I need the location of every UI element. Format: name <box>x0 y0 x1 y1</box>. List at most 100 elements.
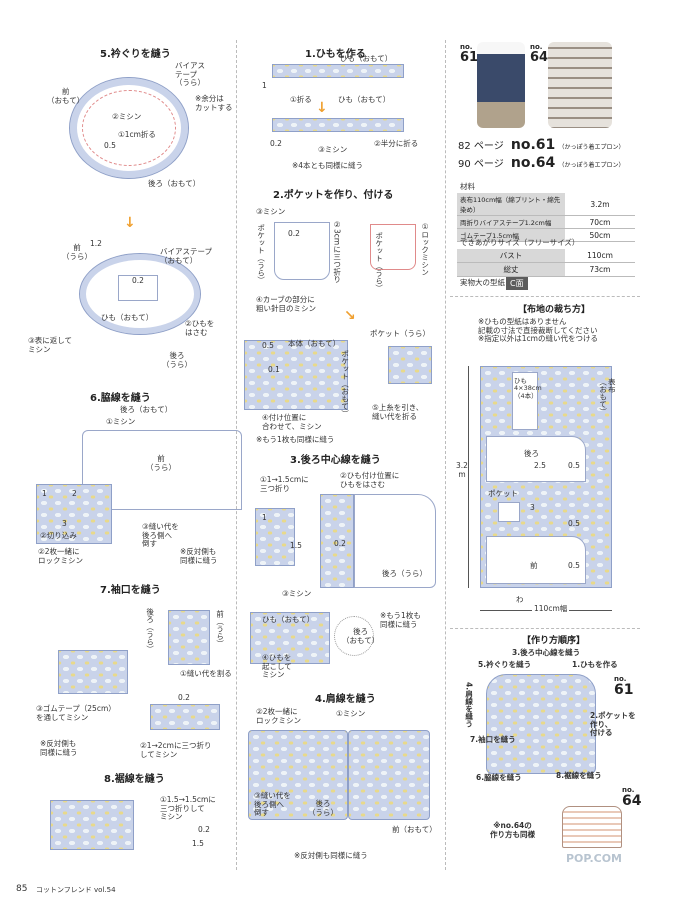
material-name: 両折りバイアステープ1.2cm幅 <box>457 215 565 229</box>
page-ref: 90 ページ <box>458 159 504 170</box>
pattern-side-badge: C面 <box>506 277 528 290</box>
photo-61 <box>477 42 525 128</box>
lock-label: ②2枚一緒に ロックミシン <box>256 707 301 725</box>
page-ref: 82 ページ <box>458 141 504 152</box>
pattern-label: 実物大の型紙 <box>460 278 505 287</box>
badge-64-num: 64 <box>530 50 549 65</box>
back-piece <box>486 436 586 482</box>
dim-1: 1 <box>262 81 267 90</box>
materials-title: 材料 <box>460 182 475 191</box>
dim-0-5: 0.5 <box>568 461 580 470</box>
order-step-6: 6.脇線を縫う <box>476 773 522 782</box>
detail-box <box>118 275 158 301</box>
pocket-label-2: ポケット（うら） <box>374 232 384 292</box>
section-divider <box>450 628 640 629</box>
material-name: ゴムテープ1.5cm幅 <box>457 228 565 242</box>
sewing-label: ①ミシン <box>336 709 366 718</box>
collar-ring-inner <box>82 90 176 166</box>
shoulder-front <box>348 730 430 820</box>
front-wrong-label: 前 （うら） <box>62 243 92 261</box>
raise-himo-label: ④ひもを 起こして ミシン <box>262 653 292 680</box>
order-badge-64-num: 64 <box>622 793 642 809</box>
material-amount: 70cm <box>565 215 635 229</box>
order-step-3: 3.後ろ中心線を縫う <box>512 648 581 657</box>
seam-back-label: ③縫い代を 後ろ側へ 倒す <box>142 522 179 549</box>
width-label: 110cm幅 <box>532 604 570 614</box>
order-badge-64: no.64 <box>622 786 642 809</box>
sewing-label: ③ミシン <box>318 145 348 154</box>
pocket-wrong <box>274 222 330 280</box>
collar-assembly-diagram <box>79 253 201 335</box>
arrow-down-icon: ↘ <box>344 308 356 324</box>
himo-label: ひも（おもて） <box>101 313 154 322</box>
same-method-note: ※no.64の 作り方も同様 <box>490 821 535 839</box>
size-name: 総丈 <box>457 262 565 277</box>
himo-attach-diagram <box>250 612 330 664</box>
pocket-wrong-2 <box>370 224 416 270</box>
section-5-title: 5.衿ぐりを縫う <box>100 49 171 60</box>
hem-diagram <box>50 800 134 850</box>
insert-himo-label: ②ひもを はさむ <box>185 319 215 337</box>
fold-label: ①1cm折る <box>118 130 156 139</box>
order-badge-61-num: 61 <box>614 682 634 698</box>
dim-0-2: 0.2 <box>198 825 210 834</box>
size-name: バスト <box>457 249 565 263</box>
item-number: no.61 <box>510 137 556 153</box>
sewing-label: ①ミシン <box>106 417 136 426</box>
order-step-2: 2.ポケットを 作り、 付ける <box>590 711 636 738</box>
dim-0-2: 0.2 <box>270 139 282 148</box>
back-piece-label: 後ろ <box>524 449 539 458</box>
extra-cut-note: ※余分は カットする <box>195 94 233 112</box>
section-2-title: 2.ポケットを作り、付ける <box>273 190 394 201</box>
dim-1-2: 1.2 <box>90 239 102 248</box>
dim-label: 0.5 <box>104 141 116 150</box>
layout-notes: ※ひもの型紙はありません 記載の寸法で直接裁断してください ※指定以外は1cmの… <box>478 317 598 344</box>
material-amount: 3.2m <box>565 193 635 216</box>
order-title: 【作り方順序】 <box>522 636 586 646</box>
magazine-name: コットンフレンド vol.54 <box>36 886 116 894</box>
pocket-wrong-label: ポケット（うら） <box>370 329 430 338</box>
seam-detail-box <box>36 484 112 544</box>
placement-label: ④付け位置に 合わせて、ミシン <box>262 413 322 431</box>
section-divider <box>450 296 640 297</box>
himo-label: ひも（おもて） <box>340 54 393 63</box>
section-1-title: 1.ひもを作る <box>305 49 366 60</box>
dim-0-5: 0.5 <box>568 519 580 528</box>
himo-strip <box>272 64 404 78</box>
front-label: 前（おもて） <box>392 825 437 834</box>
badge-61-num: 61 <box>460 50 479 65</box>
dim-0-2: 0.2 <box>132 276 144 285</box>
pocket-piece-label: ポケット <box>488 489 518 498</box>
dim-0-2: 0.2 <box>288 229 300 238</box>
dim-3: 3 <box>62 519 67 528</box>
note-label: ※もう1枚も 同様に縫う <box>380 611 421 629</box>
dim-1: 1 <box>262 513 267 522</box>
front-label: 前 （おもて） <box>47 87 85 105</box>
himo2-label: ひも（おもて） <box>338 95 391 104</box>
dim-2: 2 <box>72 489 77 498</box>
sewing-label: ③ミシン <box>282 589 312 598</box>
recipe-61: 82 ページ no.61 （かっぽう着エプロン） <box>458 137 625 153</box>
front-piece <box>486 536 586 584</box>
pull-thread-label: ⑤上糸を引き、 縫い代を折る <box>372 403 424 421</box>
split-seam-label: ①縫い代を割る <box>180 669 232 678</box>
section-6-title: 6.脇線を縫う <box>90 393 151 404</box>
back-half-panel <box>320 494 354 588</box>
himo-insert-label: ②ひも付け位置に ひもをはさむ <box>340 471 400 489</box>
order-badge-61: no.61 <box>614 675 634 698</box>
sleeve-diagram <box>168 610 210 665</box>
length-line <box>468 366 469 588</box>
column-divider <box>236 40 237 870</box>
turn-sew-label: ③表に返して ミシン <box>28 336 72 354</box>
order-step-4: 4.肩線を縫う <box>464 682 474 728</box>
note-label: ※もう1枚も同様に縫う <box>256 435 335 444</box>
badge-64: no.64 <box>530 43 549 65</box>
recipe-64: 90 ページ no.64 （かっぽう着エプロン） <box>458 155 625 171</box>
dim-3: 3 <box>530 503 535 512</box>
dim-1-5: 1.5 <box>290 541 302 550</box>
detail-circle <box>334 616 374 656</box>
